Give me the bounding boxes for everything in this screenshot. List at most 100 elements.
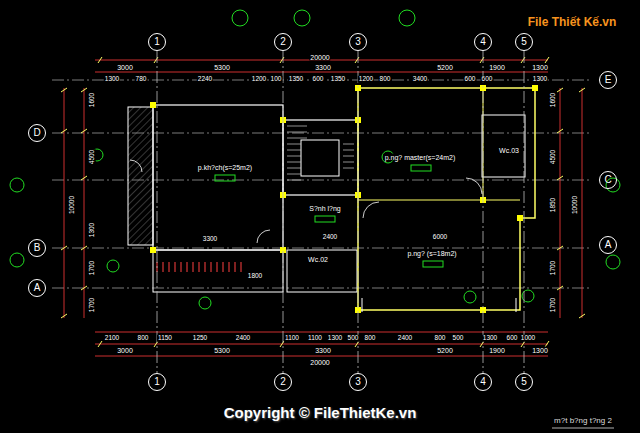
dimension-text: 20000	[309, 359, 330, 366]
dimension-text: 1300	[531, 64, 549, 71]
dimension-text: 2400	[322, 234, 338, 241]
grid-axis-bubble: C	[599, 171, 617, 189]
dimension-text: 800	[364, 335, 377, 342]
dimension-lines-part	[560, 88, 561, 318]
section-markers-part	[423, 261, 443, 267]
dimension-text: 500	[452, 335, 465, 342]
building-walls-part	[153, 250, 283, 292]
dimension-text: 1200	[358, 76, 374, 83]
grid-axis-bubble: 1	[148, 373, 166, 391]
section-markers-part	[294, 10, 310, 26]
dimension-lines-part	[84, 88, 85, 318]
dimension-text: 3300	[314, 64, 332, 71]
section-markers-part	[315, 216, 335, 222]
dimension-text: 10000	[572, 195, 579, 215]
dimension-text: 1850	[550, 197, 557, 213]
axis-label: 1	[154, 37, 160, 47]
dimension-text: 1300	[104, 76, 120, 83]
drawing-title: m?t b?ng t?ng 2	[553, 417, 613, 425]
dimension-text: 5300	[213, 347, 231, 354]
section-markers-part	[411, 165, 431, 171]
dimension-text: 1300	[532, 76, 548, 83]
dimension-text: 1800	[247, 273, 263, 280]
grid-axis-bubble: E	[599, 71, 617, 89]
dimension-text: 10000	[69, 195, 76, 215]
dimension-text: 800	[379, 76, 392, 83]
room-label: Wc.03	[498, 147, 520, 154]
dimension-text: 1900	[488, 347, 506, 354]
grid-axis-bubble: 4	[474, 373, 492, 391]
axis-label: 3	[355, 377, 361, 387]
axis-label: 2	[280, 377, 286, 387]
dimension-text: 600	[464, 76, 477, 83]
grid-axis-bubble: 4	[474, 33, 492, 51]
section-markers-part	[464, 291, 476, 303]
axis-label: B	[34, 243, 41, 253]
room-label: S?nh l?ng	[308, 205, 342, 212]
dimension-text: 1300	[327, 335, 343, 342]
dimension-ticks	[61, 57, 585, 347]
dimension-text: 3000	[116, 347, 134, 354]
dimension-lines-part	[582, 88, 583, 318]
dimension-text: 5200	[436, 347, 454, 354]
columns-part	[150, 247, 156, 253]
dimension-lines-part	[95, 332, 548, 333]
dimension-ticks-part	[557, 88, 585, 318]
section-markers-part	[399, 10, 415, 26]
grid-axis-bubble: 5	[515, 373, 533, 391]
dimension-text: 800	[434, 335, 447, 342]
dimension-text: 1350	[288, 76, 304, 83]
dimension-text: 1350	[330, 76, 346, 83]
axis-label: 3	[355, 37, 361, 47]
axis-label: 5	[521, 377, 527, 387]
grid-axis-line	[283, 51, 284, 373]
dimension-text: 100	[270, 76, 283, 83]
title-underline	[552, 428, 614, 429]
grid-axis-bubble: 1	[148, 33, 166, 51]
dimension-text: 780	[135, 76, 148, 83]
dimension-text: 2400	[397, 335, 413, 342]
section-markers-part	[199, 297, 211, 309]
grid-axis-line	[483, 51, 484, 373]
grid-axis-bubble: A	[599, 236, 617, 254]
dimension-text: 4500	[89, 149, 96, 165]
dimension-text: 20000	[309, 54, 330, 61]
building-walls	[128, 88, 535, 312]
building-walls-part	[301, 140, 339, 176]
dimension-lines-part	[64, 88, 65, 318]
grid-axis-bubble: 2	[274, 373, 292, 391]
dimension-text: 600	[506, 335, 519, 342]
dimension-text: 1700	[550, 297, 557, 313]
grid-axis-bubble: 2	[274, 33, 292, 51]
dimension-text: 1900	[488, 64, 506, 71]
building-walls-part	[157, 262, 241, 272]
columns	[150, 85, 538, 313]
dimension-text: 1100	[284, 335, 300, 342]
dimension-text: 1150	[157, 335, 173, 342]
dimension-text: 1000	[520, 335, 536, 342]
dimension-text: 3400	[412, 76, 428, 83]
building-walls-part	[130, 160, 482, 243]
building-walls-part	[482, 115, 525, 177]
room-label: p.ng? (s=18m2)	[406, 250, 457, 257]
dimension-lines-part	[95, 356, 548, 357]
grid-axis-bubble: A	[28, 279, 46, 297]
dimension-text: 1100	[307, 335, 323, 342]
axis-label: 5	[521, 37, 527, 47]
dimension-text: 1250	[192, 335, 208, 342]
dimension-text: 600	[481, 76, 494, 83]
grid-axis-line	[358, 51, 359, 373]
dimension-text: 1700	[550, 260, 557, 276]
dimension-text: 600	[312, 76, 325, 83]
dimension-text: 800	[137, 335, 150, 342]
dimension-text: 5300	[213, 64, 231, 71]
dimension-text: 1700	[89, 297, 96, 313]
axis-label: 4	[480, 37, 486, 47]
dimension-text: 500	[347, 335, 360, 342]
dimension-text: 1200	[251, 76, 267, 83]
section-markers-part	[107, 260, 119, 272]
dimension-text: 2100	[104, 335, 120, 342]
dimension-text: 2400	[235, 335, 251, 342]
